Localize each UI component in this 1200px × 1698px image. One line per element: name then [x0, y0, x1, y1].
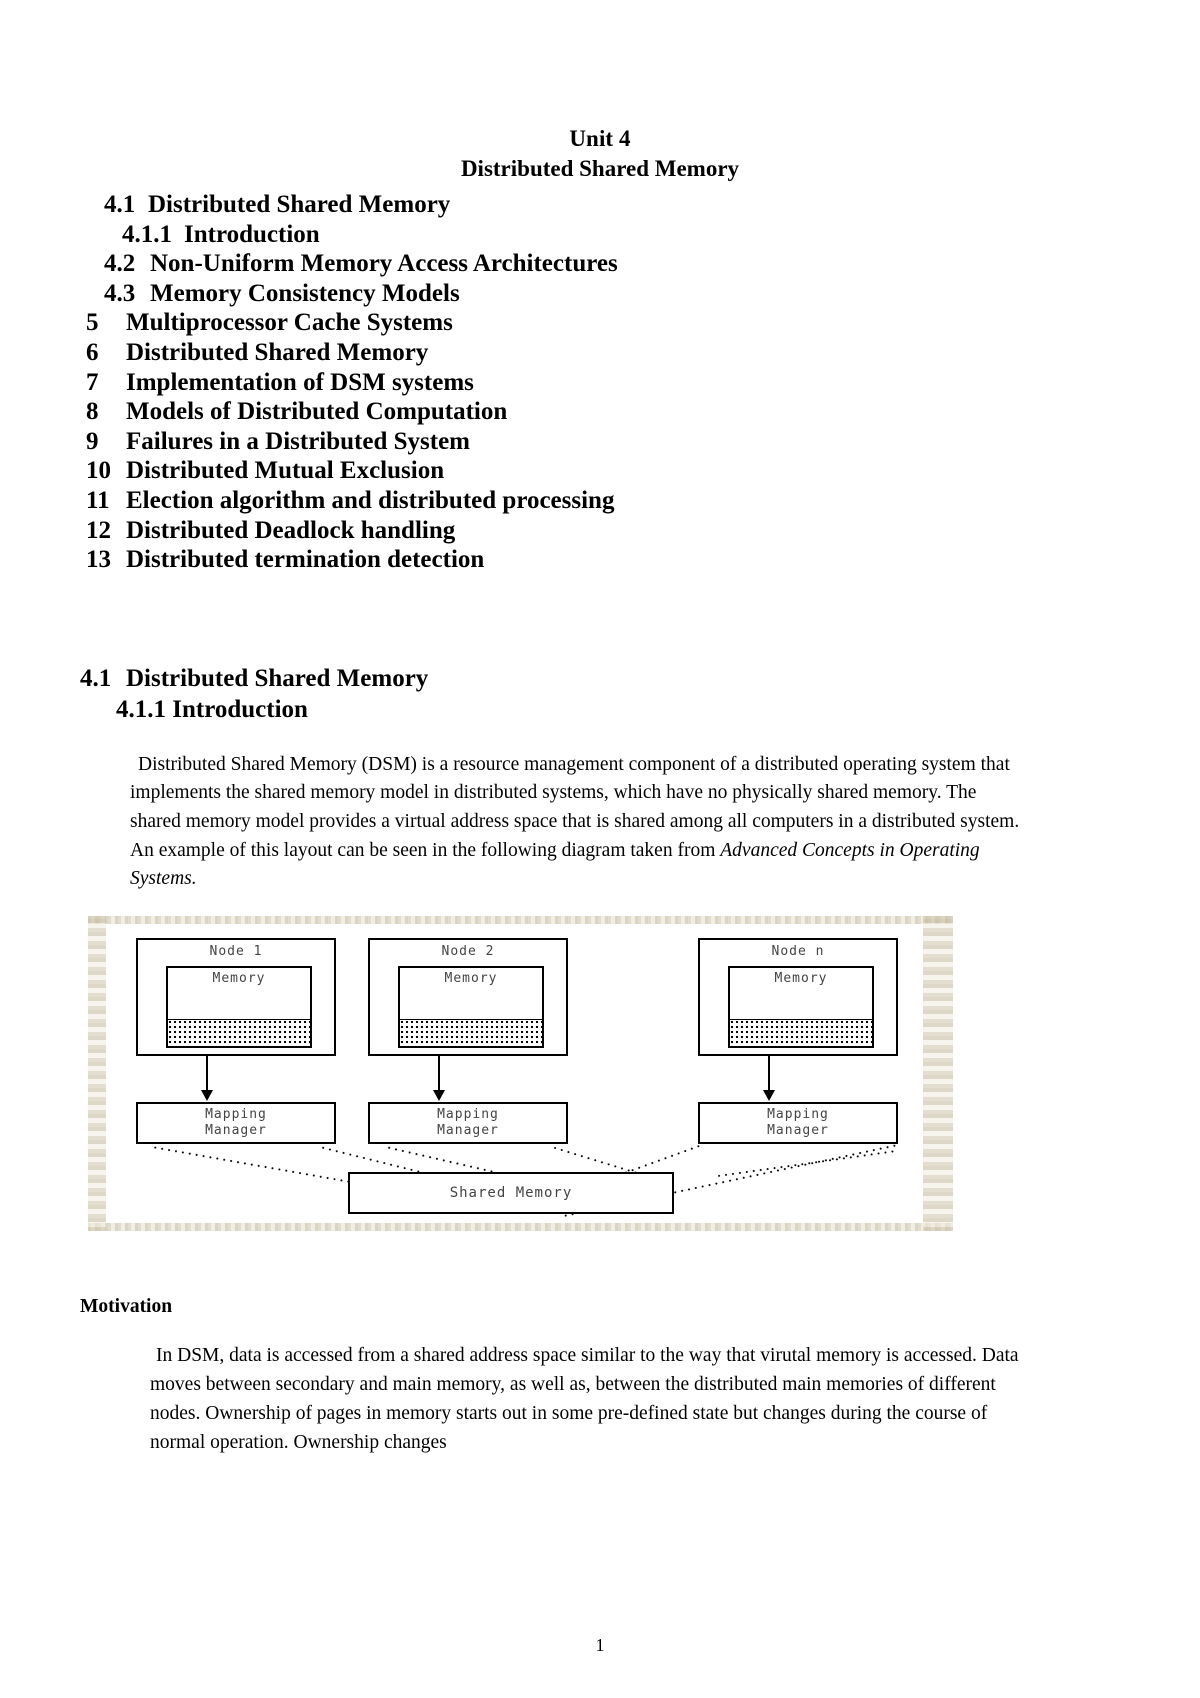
toc-item-number: 11 [86, 486, 110, 514]
memory-hatch-n [730, 1018, 872, 1046]
toc-item: 7 Implementation of DSM systems [86, 368, 1200, 398]
intro-paragraph: Distributed Shared Memory (DSM) is a res… [0, 725, 1200, 894]
toc-item-label: Non-Uniform Memory Access Architectures [150, 250, 618, 278]
toc-item-number: 13 [86, 546, 111, 574]
memory-box-n: Memory [728, 965, 874, 1048]
node-title-2: Node 2 [441, 943, 495, 959]
toc-item-number: 9 [86, 427, 99, 455]
toc-item: 9 Failures in a Distributed System [86, 427, 1200, 457]
toc-item: 6 Distributed Shared Memory [86, 338, 1200, 368]
mapping-manager-box-2: Mapping Manager [368, 1101, 568, 1144]
motivation-heading: Motivation [80, 1295, 173, 1317]
node-title-1: Node 1 [209, 943, 263, 959]
arrow-head-noden [763, 1089, 775, 1101]
section-heading-label: Distributed Shared Memory [126, 664, 429, 692]
figure-container: Node 1 Memory Mapping Manager Node 2 [0, 915, 1200, 1231]
toc-item-label: Distributed Shared Memory [126, 338, 429, 366]
scan-edge-right [923, 915, 953, 1231]
toc-item-number: 5 [86, 309, 99, 337]
toc-item-label: Introduction [184, 220, 320, 248]
memory-label-1: Memory [212, 970, 266, 986]
node-box-1: Node 1 Memory [136, 937, 336, 1056]
mapping-manager-line2-2: Manager [437, 1122, 499, 1138]
arrow-line-node2 [438, 1055, 440, 1092]
mapping-manager-line1-2: Mapping [437, 1106, 499, 1122]
page-subtitle: Distributed Shared Memory [460, 156, 740, 181]
toc-item-label: Models of Distributed Computation [126, 398, 508, 426]
intro-paragraph-citation: Advanced Concepts in Operating Systems. [130, 839, 980, 890]
mapping-manager-line1-1: Mapping [205, 1106, 267, 1122]
toc-item-number: 10 [86, 457, 111, 485]
toc-item: 10 Distributed Mutual Exclusion [86, 456, 1200, 486]
toc-item: 12 Distributed Deadlock handling [86, 516, 1200, 546]
toc-item-number: 4.3 [104, 279, 136, 307]
dotted-connector-7 [717, 1149, 896, 1177]
section-heading: 4.1 Distributed Shared Memory [0, 663, 1200, 694]
toc-item-label: Failures in a Distributed System [126, 427, 470, 455]
mapping-manager-box-n: Mapping Manager [698, 1101, 898, 1144]
toc-item-label: Election algorithm and distributed proce… [126, 486, 615, 514]
arrow-line-noden [768, 1055, 770, 1092]
node-title-n: Node n [771, 943, 825, 959]
arrow-head-node1 [201, 1089, 213, 1101]
toc-item-label: Implementation of DSM systems [126, 368, 474, 396]
memory-box-2: Memory [398, 965, 544, 1048]
scan-edge-bottom [88, 1222, 953, 1231]
toc-item: 4.1.1 Introduction [86, 220, 1200, 250]
toc-item: 4.2 Non-Uniform Memory Access Architectur… [86, 249, 1200, 279]
memory-hatch-2 [400, 1018, 542, 1046]
toc-item-label: Distributed Shared Memory [148, 191, 451, 218]
toc-item-label: Multiprocessor Cache Systems [126, 309, 453, 337]
motivation-paragraph: In DSM, data is accessed from a shared a… [150, 1344, 1019, 1453]
memory-box-1: Memory [166, 965, 312, 1048]
toc-item-number: 4.1 [104, 191, 136, 218]
toc-item: 5 Multiprocessor Cache Systems [86, 308, 1200, 338]
toc-item-number: 4.1.1 [122, 220, 172, 248]
dsm-architecture-figure: Node 1 Memory Mapping Manager Node 2 [88, 915, 953, 1231]
toc-item-number: 7 [86, 368, 99, 396]
memory-hatch-1 [168, 1018, 310, 1046]
toc-item-number: 8 [86, 398, 99, 426]
page-title: Unit 4 [569, 126, 631, 151]
scan-edge-top [88, 915, 953, 924]
toc-item-number: 12 [86, 516, 111, 544]
memory-label-n: Memory [774, 970, 828, 986]
section-heading-number: 4.1 [80, 664, 112, 692]
toc-item: 8 Models of Distributed Computation [86, 397, 1200, 427]
section-spacer [0, 575, 1200, 663]
intro-paragraph-text: Distributed Shared Memory (DSM) is a res… [130, 753, 1020, 861]
memory-label-2: Memory [444, 970, 498, 986]
node-box-2: Node 2 Memory [368, 937, 568, 1056]
arrow-line-node1 [206, 1055, 208, 1092]
toc-item: 11 Election algorithm and distributed pro… [86, 486, 1200, 516]
mapping-manager-line1-n: Mapping [767, 1106, 829, 1122]
figure-canvas: Node 1 Memory Mapping Manager Node 2 [106, 923, 923, 1223]
shared-memory-label: Shared Memory [449, 1184, 573, 1201]
shared-memory-box: Shared Memory [348, 1171, 674, 1214]
toc-item-label: Distributed termination detection [126, 546, 485, 574]
section-subheading: 4.1.1 Introduction [116, 695, 308, 723]
page-number: 1 [595, 1635, 605, 1655]
toc-item: 4.1 Distributed Shared Memory [86, 190, 1200, 220]
toc-item-label: Distributed Mutual Exclusion [126, 457, 445, 485]
node-box-n: Node n Memory [698, 937, 898, 1056]
toc-item-number: 4.2 [104, 250, 136, 278]
toc-item-label: Memory Consistency Models [150, 279, 460, 307]
toc-item: 13 Distributed termination detection [86, 545, 1200, 575]
scan-edge-left [88, 915, 106, 1231]
arrow-head-node2 [433, 1089, 445, 1101]
toc-item-number: 6 [86, 338, 99, 366]
mapping-manager-box-1: Mapping Manager [136, 1101, 336, 1144]
toc-item-label: Distributed Deadlock handling [126, 516, 456, 544]
figure-spacer [0, 1231, 1200, 1295]
mapping-manager-line2-n: Manager [767, 1122, 829, 1138]
toc-item: 4.3 Memory Consistency Models [86, 279, 1200, 309]
mapping-manager-line2-1: Manager [205, 1122, 267, 1138]
